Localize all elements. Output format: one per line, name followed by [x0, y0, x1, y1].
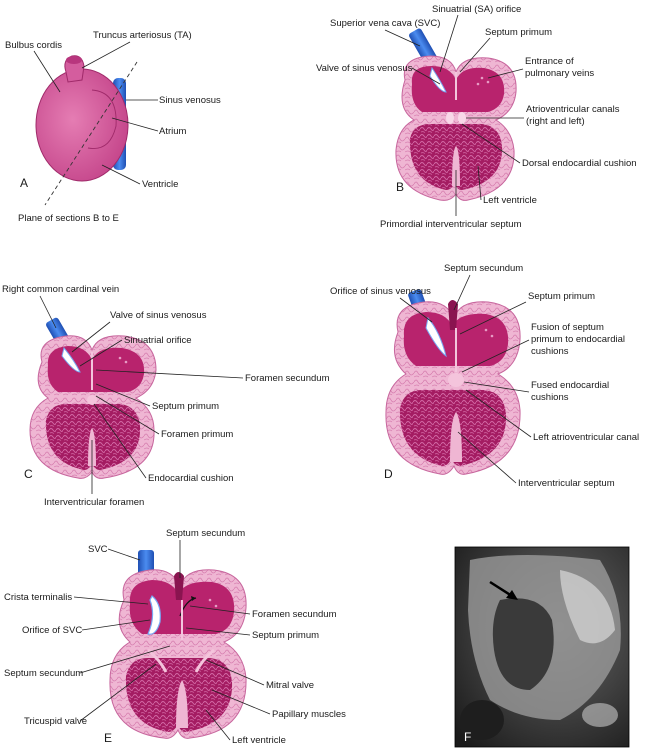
d-ss-label: Septum secundum	[444, 263, 523, 274]
ventricle-label: Ventricle	[142, 179, 178, 190]
panel-d: Septum secundum Orifice of sinus venosus…	[330, 263, 639, 489]
d-fus2-label: primum to endocardial	[531, 334, 625, 345]
b-av-canal-right	[458, 112, 466, 124]
b-iv-septum	[452, 146, 460, 186]
b-pv2-label: pulmonary veins	[525, 68, 594, 79]
c-valve-opening	[61, 346, 81, 373]
c-so-label: Sinuatrial orifice	[124, 335, 192, 346]
e-mv-label: Mitral valve	[266, 680, 314, 691]
plane-line	[44, 61, 138, 206]
panel-e-letter: E	[104, 731, 112, 745]
panel-a-letter: A	[20, 176, 28, 190]
panel-c: Right common cardinal vein Valve of sinu…	[2, 284, 330, 508]
b-av-canal-left	[446, 112, 454, 124]
panel-f: F	[454, 546, 630, 748]
truncus-opening	[66, 56, 82, 64]
d-orifice	[425, 316, 447, 358]
d-sp-label: Septum primum	[528, 291, 595, 302]
sinus-label: Sinus venosus	[159, 95, 221, 106]
b-lv-label: Left ventricle	[483, 195, 537, 206]
e-fs-label: Foramen secundum	[252, 609, 337, 620]
plane-label: Plane of sections B to E	[18, 213, 119, 224]
b-sp-label: Septum primum	[485, 27, 552, 38]
c-fs-label: Foramen secundum	[245, 373, 330, 384]
e-ss-left-label: Septum secundum	[4, 668, 83, 679]
f-chamber-dark	[492, 598, 554, 690]
panel-a: Bulbus cordis Truncus arteriosus (TA) Si…	[5, 30, 221, 224]
atrium-shape	[87, 89, 117, 149]
b-valve-label: Valve of sinus venosus	[316, 63, 413, 74]
f-arrow	[489, 580, 513, 598]
e-orifice-svc	[147, 595, 161, 635]
panel-b: Superior vena cava (SVC) Sinuatrial (SA)…	[316, 4, 637, 230]
c-ec-label: Endocardial cushion	[148, 473, 234, 484]
b-av1-label: Atrioventricular canals	[526, 104, 620, 115]
c-endocardial-cushion	[87, 395, 97, 405]
atrium-label: Atrium	[159, 126, 187, 137]
c-sp-label: Septum primum	[152, 401, 219, 412]
e-lv-label: Left ventricle	[232, 735, 286, 746]
b-piv-label: Primordial interventricular septum	[380, 219, 522, 230]
b-svc-label: Superior vena cava (SVC)	[330, 18, 440, 29]
b-pv1-label: Entrance of	[525, 56, 574, 67]
e-mitral-valve	[194, 648, 215, 673]
e-tv-label: Tricuspid valve	[24, 716, 87, 727]
e-pm-label: Papillary muscles	[272, 709, 346, 720]
e-ss-top-label: Septum secundum	[166, 528, 245, 539]
d-fus1-label: Fusion of septum	[531, 322, 604, 333]
d-osv-label: Orifice of sinus venosus	[330, 286, 431, 297]
b-dec-label: Dorsal endocardial cushion	[522, 158, 637, 169]
d-lavc-label: Left atrioventricular canal	[533, 432, 639, 443]
bulbus-label: Bulbus cordis	[5, 40, 62, 51]
e-svc-label: SVC	[88, 544, 108, 555]
panel-b-letter: B	[396, 180, 404, 194]
e-sp-label: Septum primum	[252, 630, 319, 641]
d-fus3-label: cushions	[531, 346, 569, 357]
panel-f-letter: F	[464, 730, 471, 744]
f-tissue-highlight	[560, 570, 615, 644]
panel-e: Septum secundum SVC Crista terminalis Fo…	[4, 528, 346, 746]
b-sa-label: Sinuatrial (SA) orifice	[432, 4, 521, 15]
c-fp-label: Foramen primum	[161, 429, 233, 440]
panel-c-letter: C	[24, 467, 33, 481]
c-rccv-label: Right common cardinal vein	[2, 284, 119, 295]
e-osvc-label: Orifice of SVC	[22, 625, 82, 636]
e-ct-label: Crista terminalis	[4, 592, 72, 603]
d-fused-cushions	[448, 373, 464, 387]
d-ivs-label: Interventricular septum	[518, 478, 615, 489]
d-fec1-label: Fused endocardial	[531, 380, 609, 391]
truncus-label: Truncus arteriosus (TA)	[93, 30, 192, 41]
d-fec2-label: cushions	[531, 392, 569, 403]
e-septum-secundum	[174, 572, 184, 600]
c-valve-label: Valve of sinus venosus	[110, 310, 207, 321]
b-valve-opening	[429, 66, 447, 93]
d-iv-septum	[450, 412, 462, 462]
e-iv-septum	[176, 680, 188, 728]
panel-d-letter: D	[384, 467, 393, 481]
b-av2-label: (right and left)	[526, 116, 585, 127]
ventricle-shape	[35, 68, 129, 182]
c-ivf-label: Interventricular foramen	[44, 497, 144, 508]
